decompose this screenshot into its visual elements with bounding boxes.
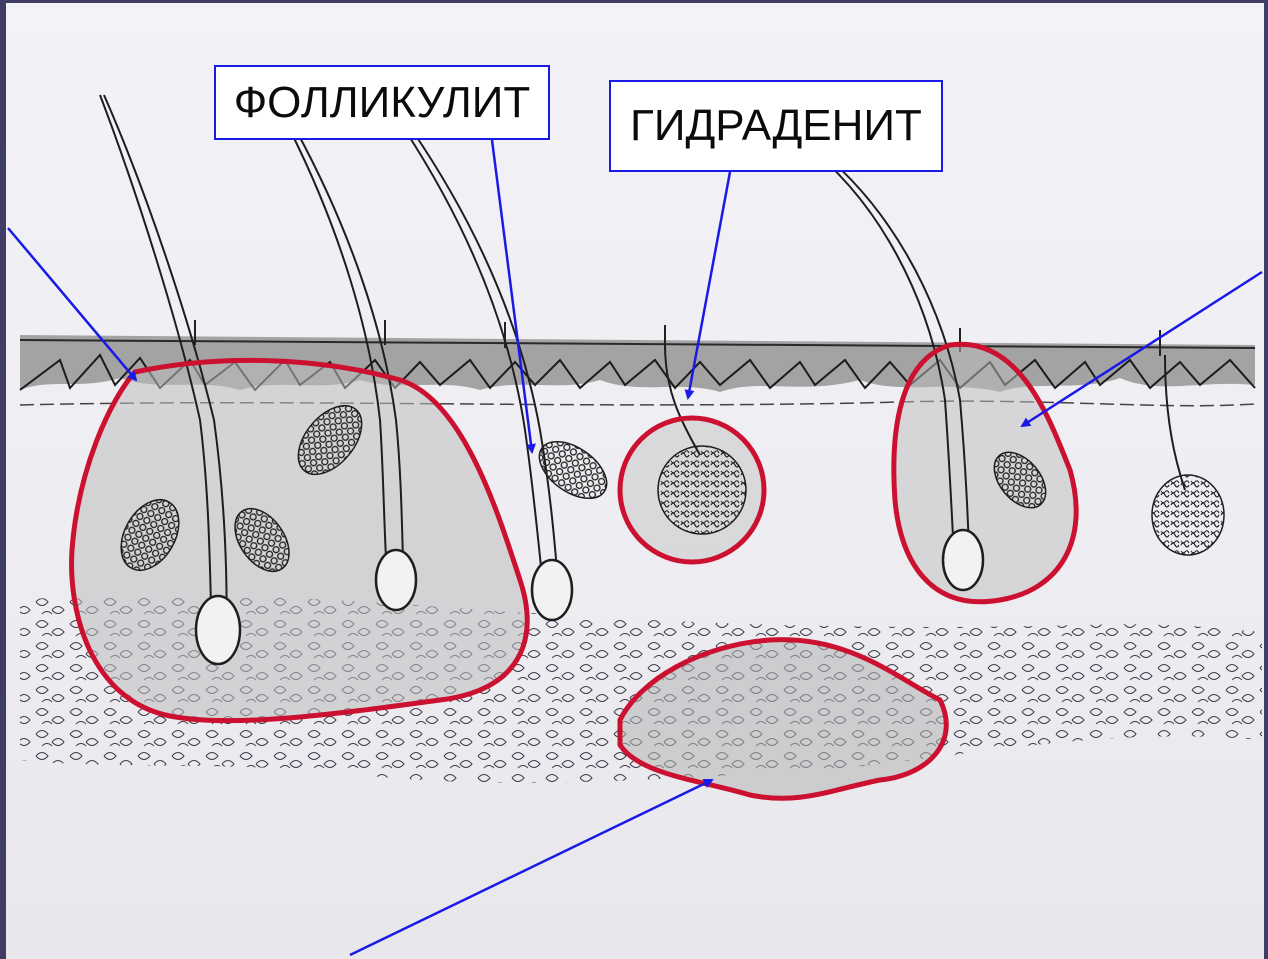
arrow-folliculitis [492, 140, 532, 452]
label-hidradenitis-text: ГИДРАДЕНИТ [630, 104, 922, 148]
label-folliculitis: ФОЛЛИКУЛИТ [214, 65, 550, 140]
arrow-bottom [350, 780, 712, 955]
label-folliculitis-text: ФОЛЛИКУЛИТ [234, 81, 531, 125]
label-hidradenitis: ГИДРАДЕНИТ [609, 80, 943, 172]
